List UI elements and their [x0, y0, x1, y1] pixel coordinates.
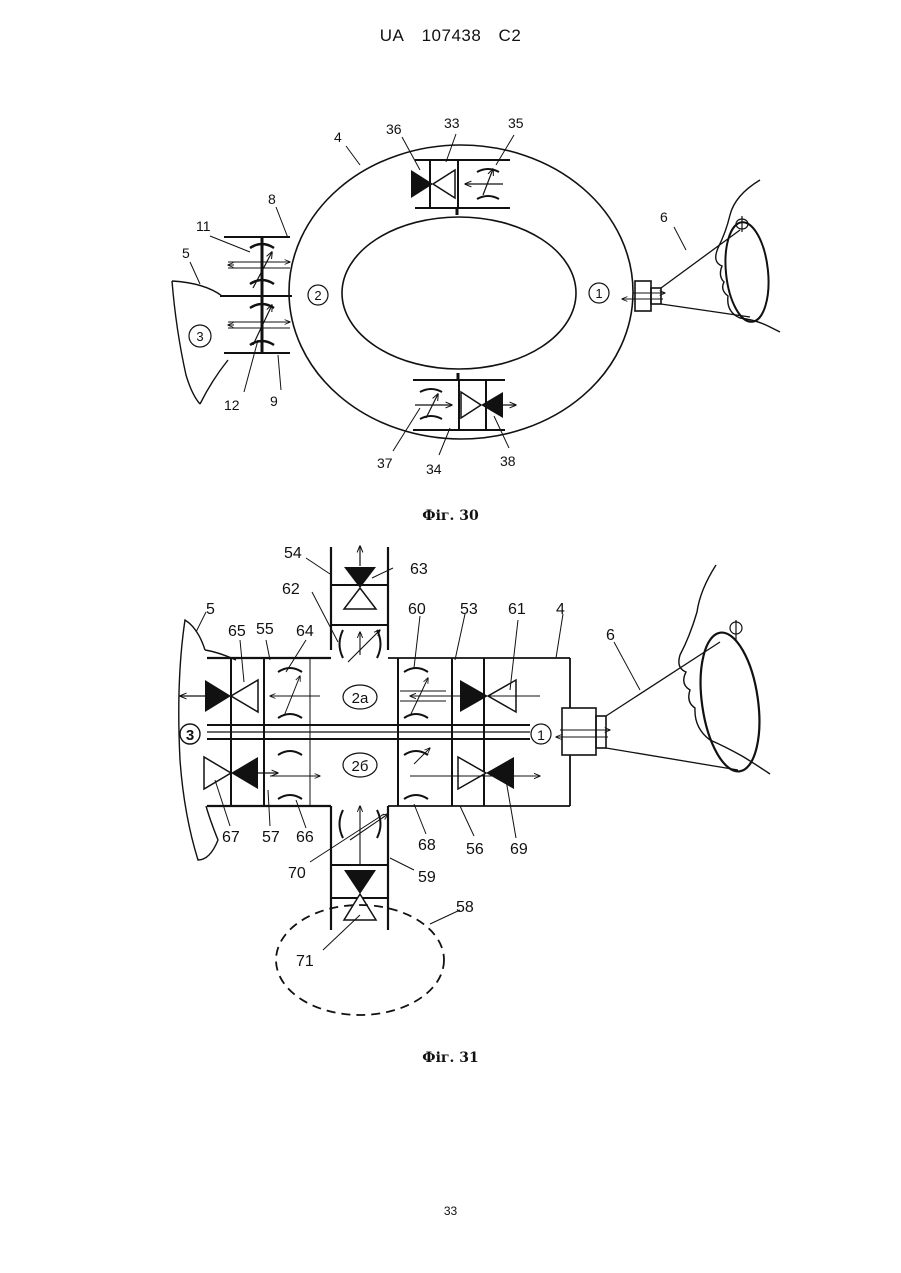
fig31-label: 5 [206, 601, 215, 618]
fig31-label: 70 [288, 865, 306, 882]
fig30-label: 37 [377, 455, 393, 471]
fig31-label: 59 [418, 869, 436, 886]
fig31-label: 61 [508, 601, 526, 618]
fig31-label: 69 [510, 841, 528, 858]
fig30-label: 8 [268, 191, 276, 207]
fig31-label: 67 [222, 829, 240, 846]
check-valve-icon [344, 870, 376, 894]
fig31-label: 58 [456, 899, 474, 916]
bottom-channel [331, 806, 388, 930]
check-valve-icon [204, 757, 231, 789]
left-valve-assembly [220, 237, 292, 353]
check-valve-icon [231, 680, 258, 712]
fig30-label: 12 [224, 397, 240, 413]
inner-ring [342, 217, 576, 369]
page-number: 33 [0, 1204, 901, 1218]
figure-30-caption: Фіг. 30 [0, 508, 901, 524]
fig31-label: 56 [466, 841, 484, 858]
fig31-label: 71 [296, 953, 314, 970]
check-valve-icon [458, 757, 486, 789]
label-circled-3: 3 [186, 727, 194, 744]
fig31-label: 55 [256, 621, 274, 638]
fig30-label: 9 [270, 393, 278, 409]
fig30-label: 5 [182, 245, 190, 261]
figure-31: 2а 2б 3 1 [179, 545, 770, 1015]
mask-connector [622, 230, 750, 317]
fig30-label: 6 [660, 209, 668, 225]
fig30-label: 11 [196, 218, 211, 234]
check-valve-icon [486, 757, 514, 789]
figure-30: 2 1 3 4 36 33 35 8 [172, 115, 780, 477]
fig31-label: 57 [262, 829, 280, 846]
fig30-label: 34 [426, 461, 442, 477]
face-with-mask-icon [716, 180, 780, 332]
fig31-label: 62 [282, 581, 300, 598]
fig31-label: 63 [410, 561, 428, 578]
fig30-label: 35 [508, 115, 524, 131]
fig31-label: 53 [460, 601, 478, 618]
fig31-label: 68 [418, 837, 436, 854]
fig30-label: 33 [444, 115, 460, 131]
fig31-label: 54 [284, 545, 302, 562]
bottom-valve-block [413, 373, 516, 430]
fig30-label: 38 [500, 453, 516, 469]
figure-31-caption: Фіг. 31 [0, 1050, 901, 1066]
face-with-mask-icon [679, 565, 770, 775]
fig30-label: 4 [334, 129, 342, 145]
flap-valves [270, 668, 446, 799]
label-circled-3: 3 [196, 329, 203, 344]
check-valve-icon [461, 392, 481, 418]
label-oval-2b: 2б [352, 758, 369, 775]
fig31-label: 64 [296, 623, 314, 640]
fig31-label: 60 [408, 601, 426, 618]
label-oval-2a: 2а [352, 690, 369, 707]
fig31-label: 6 [606, 627, 615, 644]
fig31-label: 65 [228, 623, 246, 640]
circled-labels: 2 1 3 [189, 283, 609, 347]
fig30-label: 36 [386, 121, 402, 137]
check-valve-icon [344, 588, 376, 609]
fig31-label: 4 [556, 601, 565, 618]
label-circled-2: 2 [314, 288, 321, 303]
label-circled-1: 1 [537, 727, 545, 743]
label-circled-1: 1 [595, 286, 602, 301]
top-channel [331, 546, 388, 662]
top-valve-block [411, 160, 510, 215]
fig31-label: 66 [296, 829, 314, 846]
check-valve-icon [433, 170, 455, 198]
